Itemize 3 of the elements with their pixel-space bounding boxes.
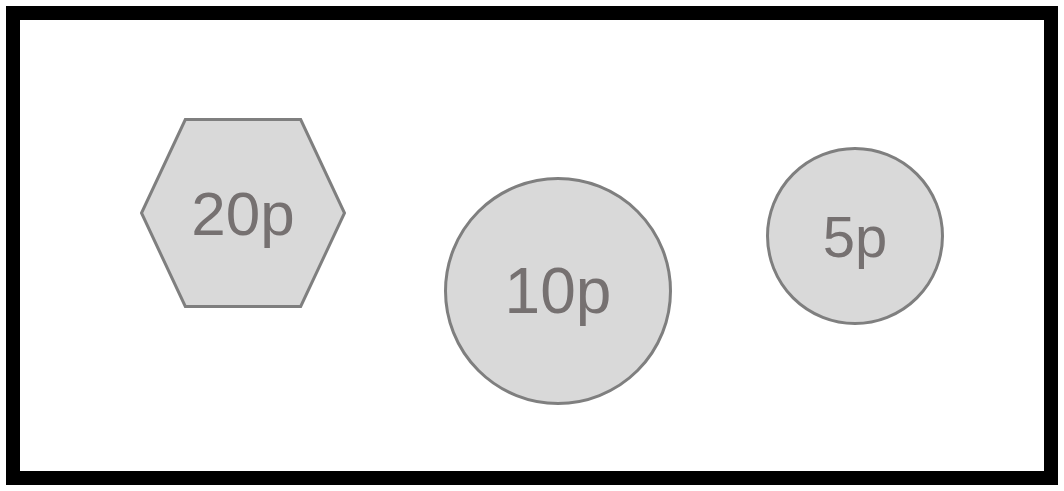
coin-value-label: 5p xyxy=(822,202,888,270)
coin-value-label: 20p xyxy=(191,177,295,249)
coin-value-label: 10p xyxy=(504,254,612,328)
